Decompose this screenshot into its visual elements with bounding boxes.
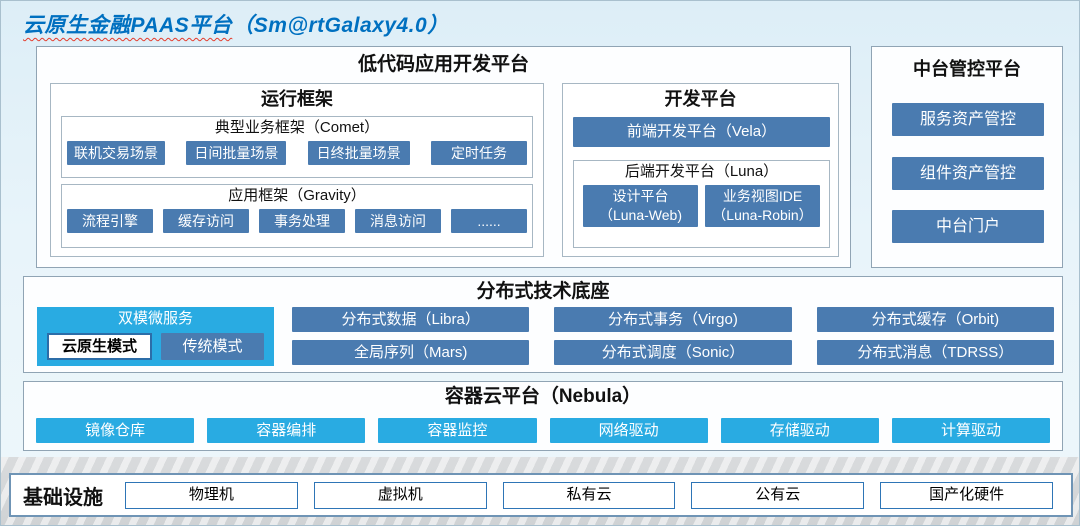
- low-code-platform-title: 低代码应用开发平台: [357, 54, 529, 75]
- block-global-sequence-mars: 全局序列（Mars): [292, 340, 530, 365]
- block-component-asset-management: 组件资产管控: [892, 157, 1044, 190]
- block-online-trade-scenario: 联机交易场景: [67, 141, 165, 165]
- block-cache-access: 缓存访问: [163, 209, 249, 233]
- page-title-main: 云原生金融PAAS平台: [23, 14, 233, 37]
- business-framework-title: 典型业务框架（Comet）: [214, 119, 380, 136]
- block-public-cloud: 公有云: [691, 481, 865, 509]
- block-business-view-ide-luna-robin: 业务视图IDE （Luna-Robin）: [705, 185, 820, 227]
- distributed-base-box: 分布式技术底座 双模微服务 云原生模式 传统模式 分布式数据（Libra） 分布…: [23, 276, 1063, 373]
- block-scheduled-task: 定时任务: [430, 141, 527, 165]
- business-framework-box: 典型业务框架（Comet） 联机交易场景 日间批量场景 日终批量场景 定时任务: [61, 116, 533, 178]
- container-platform-box: 容器云平台（Nebula） 镜像仓库 容器编排 容器监控 网络驱动 存储驱动 计…: [23, 381, 1063, 451]
- distributed-services-grid: 分布式数据（Libra） 分布式事务（Virgo) 分布式缓存（Orbit) 全…: [292, 307, 1054, 365]
- app-framework-title: 应用框架（Gravity）: [228, 187, 366, 204]
- block-business-view-ide-line1: 业务视图IDE: [722, 188, 803, 204]
- block-design-platform-line1: 设计平台: [612, 188, 669, 204]
- block-domestic-hardware: 国产化硬件: [880, 481, 1053, 509]
- block-process-engine: 流程引擎: [67, 209, 153, 233]
- block-container-orchestration: 容器编排: [207, 418, 366, 443]
- runtime-framework-title: 运行框架: [261, 89, 333, 109]
- block-physical-machine: 物理机: [125, 481, 298, 509]
- dual-mode-microservice-box: 双模微服务 云原生模式 传统模式: [37, 307, 274, 366]
- block-private-cloud: 私有云: [502, 481, 676, 509]
- block-intraday-batch-scenario: 日间批量场景: [186, 141, 287, 165]
- block-container-monitoring: 容器监控: [378, 418, 537, 443]
- backend-platform-box: 后端开发平台（Luna） 设计平台 （Luna-Web) 业务视图IDE （Lu…: [573, 160, 830, 248]
- container-platform-title: 容器云平台（Nebula）: [444, 386, 642, 407]
- block-cloud-native-mode: 云原生模式: [47, 333, 152, 360]
- block-storage-driver: 存储驱动: [720, 418, 879, 443]
- block-image-registry: 镜像仓库: [36, 418, 195, 443]
- infrastructure-chips-row: 物理机 虚拟机 私有云 公有云 国产化硬件: [125, 481, 1053, 509]
- low-code-platform-box: 低代码应用开发平台 运行框架 典型业务框架（Comet） 联机交易场景 日间批量…: [36, 46, 851, 268]
- middle-platform-title: 中台管控平台: [913, 59, 1021, 79]
- block-traditional-mode: 传统模式: [161, 333, 264, 360]
- app-framework-box: 应用框架（Gravity） 流程引擎 缓存访问 事务处理 消息访问 ......: [61, 184, 533, 248]
- block-business-view-ide-line2: （Luna-Robin）: [712, 207, 813, 223]
- block-middle-platform-portal: 中台门户: [892, 210, 1044, 243]
- block-frontend-dev-platform-vela: 前端开发平台（Vela）: [573, 117, 830, 147]
- block-transaction-processing: 事务处理: [259, 209, 345, 233]
- block-service-asset-management: 服务资产管控: [892, 103, 1044, 136]
- block-network-driver: 网络驱动: [549, 418, 708, 443]
- block-distributed-cache-orbit: 分布式缓存（Orbit): [816, 307, 1054, 332]
- backend-platform-title: 后端开发平台（Luna）: [624, 163, 779, 180]
- block-virtual-machine: 虚拟机: [313, 481, 487, 509]
- distributed-base-title: 分布式技术底座: [476, 281, 610, 302]
- runtime-framework-box: 运行框架 典型业务框架（Comet） 联机交易场景 日间批量场景 日终批量场景 …: [50, 83, 544, 257]
- container-capabilities-row: 镜像仓库 容器编排 容器监控 网络驱动 存储驱动 计算驱动: [36, 418, 1051, 443]
- dev-platform-title: 开发平台: [664, 89, 737, 109]
- dual-mode-title: 双模微服务: [117, 310, 193, 327]
- block-distributed-transaction-virgo: 分布式事务（Virgo): [554, 307, 792, 332]
- block-distributed-message-tdrss: 分布式消息（TDRSS）: [816, 340, 1054, 365]
- block-ellipsis: ......: [451, 209, 527, 233]
- block-distributed-scheduling-sonic: 分布式调度（Sonic）: [554, 340, 792, 365]
- block-distributed-data-libra: 分布式数据（Libra）: [292, 307, 530, 332]
- dev-platform-box: 开发平台 前端开发平台（Vela） 后端开发平台（Luna） 设计平台 （Lun…: [562, 83, 839, 257]
- block-eod-batch-scenario: 日终批量场景: [307, 141, 410, 165]
- block-design-platform-line2: （Luna-Web): [598, 207, 682, 223]
- block-design-platform-luna-web: 设计平台 （Luna-Web): [583, 185, 698, 227]
- infrastructure-title: 基础设施: [23, 486, 103, 509]
- page-title: 云原生金融PAAS平台（Sm@rtGalaxy4.0）: [23, 9, 449, 39]
- middle-platform-box: 中台管控平台 服务资产管控 组件资产管控 中台门户: [871, 46, 1063, 268]
- block-message-access: 消息访问: [355, 209, 441, 233]
- page-title-suffix: （Sm@rtGalaxy4.0）: [232, 14, 449, 37]
- block-compute-driver: 计算驱动: [891, 418, 1051, 443]
- infrastructure-box: 基础设施 物理机 虚拟机 私有云 公有云 国产化硬件: [9, 473, 1073, 517]
